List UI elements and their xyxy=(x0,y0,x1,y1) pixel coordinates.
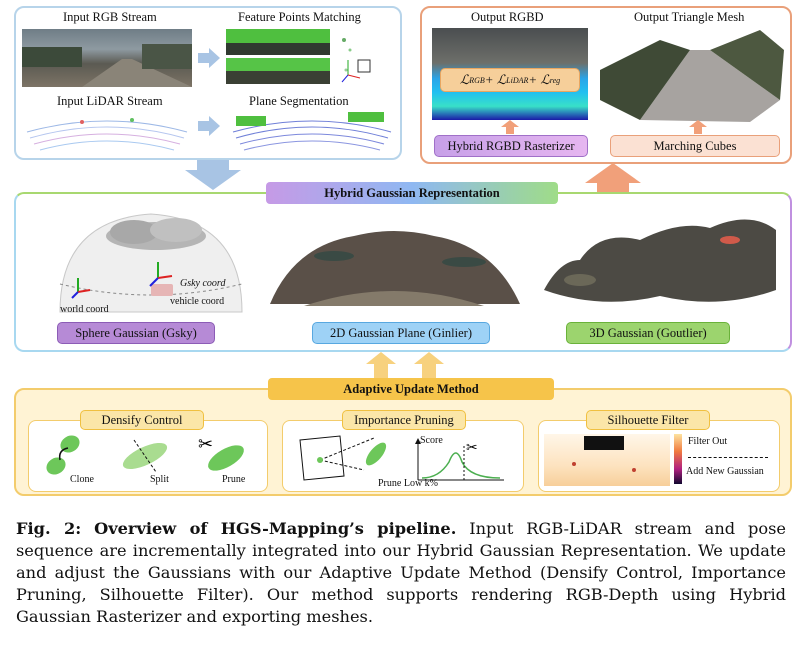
loss-sub-1: RGB xyxy=(469,75,485,85)
gaussian-plane-tag: 2D Gaussian Plane (Ginlier) xyxy=(312,322,490,344)
arrow-input-down-icon xyxy=(185,160,241,190)
hybrid-rgbd-rasterizer: Hybrid RGBD Rasterizer xyxy=(434,135,588,157)
silhouette-image xyxy=(544,434,670,486)
prune-low-label: Prune Low k% xyxy=(378,478,438,489)
figure-caption: Fig. 2: Overview of HGS-Mapping’s pipeli… xyxy=(16,518,786,628)
arrow-rgb-to-matching-icon xyxy=(198,48,220,68)
arrow-marching-up-icon xyxy=(689,120,707,134)
densify-tag: Densify Control xyxy=(80,410,204,430)
importance-tag: Importance Pruning xyxy=(342,410,466,430)
gsky-coord-label: Gsky coord xyxy=(180,278,226,289)
loss-term-3: + ℒ xyxy=(528,72,550,87)
filter-out-label: Filter Out xyxy=(688,436,728,447)
clone-label: Clone xyxy=(70,474,94,485)
output-rgbd-label: Output RGBD xyxy=(471,10,544,24)
output-mesh-image xyxy=(600,30,784,122)
clone-icon xyxy=(46,435,80,475)
plane-seg-image xyxy=(232,112,392,151)
camera-pose-graphic xyxy=(341,38,371,83)
sphere-gaussian-tag: Sphere Gaussian (Gsky) xyxy=(57,322,215,344)
input-rgb-label: Input RGB Stream xyxy=(63,10,157,24)
arrow-adaptive-up-icon xyxy=(366,352,444,378)
output-mesh-label: Output Triangle Mesh xyxy=(634,10,745,24)
gaussian-plane-image xyxy=(270,231,520,306)
caption-text: Input RGB-LiDAR stream and pose sequence… xyxy=(16,519,786,626)
feature-matching-image-2 xyxy=(226,58,330,84)
loss-term-2: + ℒ xyxy=(484,72,507,87)
prune-label: Prune xyxy=(222,474,246,485)
score-label: Score xyxy=(420,435,443,446)
importance-diagram: ✂ xyxy=(299,435,504,481)
sphere-gaussian-image xyxy=(59,213,243,313)
silhouette-colorbar xyxy=(674,434,682,484)
arrow-output-up-icon xyxy=(585,163,641,193)
caption-bold: Overview of HGS-Mapping’s pipeline. xyxy=(94,519,457,538)
feature-matching-image-1 xyxy=(226,29,330,55)
split-icon xyxy=(122,439,168,473)
prune-icon: ✂ xyxy=(198,434,244,471)
add-new-label: Add New Gaussian xyxy=(686,466,764,477)
adaptive-title: Adaptive Update Method xyxy=(268,378,554,400)
loss-sub-3: reg xyxy=(549,75,561,85)
arrow-rasterizer-up-icon xyxy=(501,120,519,134)
silhouette-tag: Silhouette Filter xyxy=(586,410,710,430)
input-lidar-image xyxy=(26,118,188,151)
loss-term-1: ℒ xyxy=(459,72,470,87)
marching-cubes: Marching Cubes xyxy=(610,135,780,157)
gaussian-3d-tag: 3D Gaussian (Goutlier) xyxy=(566,322,730,344)
output-panel xyxy=(420,6,792,164)
arrow-lidar-to-plane-icon xyxy=(198,116,220,136)
caption-fig-label: Fig. 2: xyxy=(16,519,82,538)
input-lidar-label: Input LiDAR Stream xyxy=(57,94,163,108)
vehicle-coord-label: vehicle coord xyxy=(170,296,225,307)
gaussian-3d-image xyxy=(544,219,776,302)
loss-sub-2: LiDAR xyxy=(506,75,529,85)
hybrid-title: Hybrid Gaussian Representation xyxy=(266,182,558,204)
plane-seg-label: Plane Segmentation xyxy=(249,94,349,108)
input-panel xyxy=(14,6,402,160)
feature-matching-label: Feature Points Matching xyxy=(238,10,361,24)
input-rgb-image xyxy=(22,29,192,87)
silhouette-divider xyxy=(688,457,768,458)
svg-text:✂: ✂ xyxy=(466,440,478,456)
world-coord-label: world coord xyxy=(60,304,109,315)
split-label: Split xyxy=(150,474,169,485)
svg-text:✂: ✂ xyxy=(198,434,213,455)
